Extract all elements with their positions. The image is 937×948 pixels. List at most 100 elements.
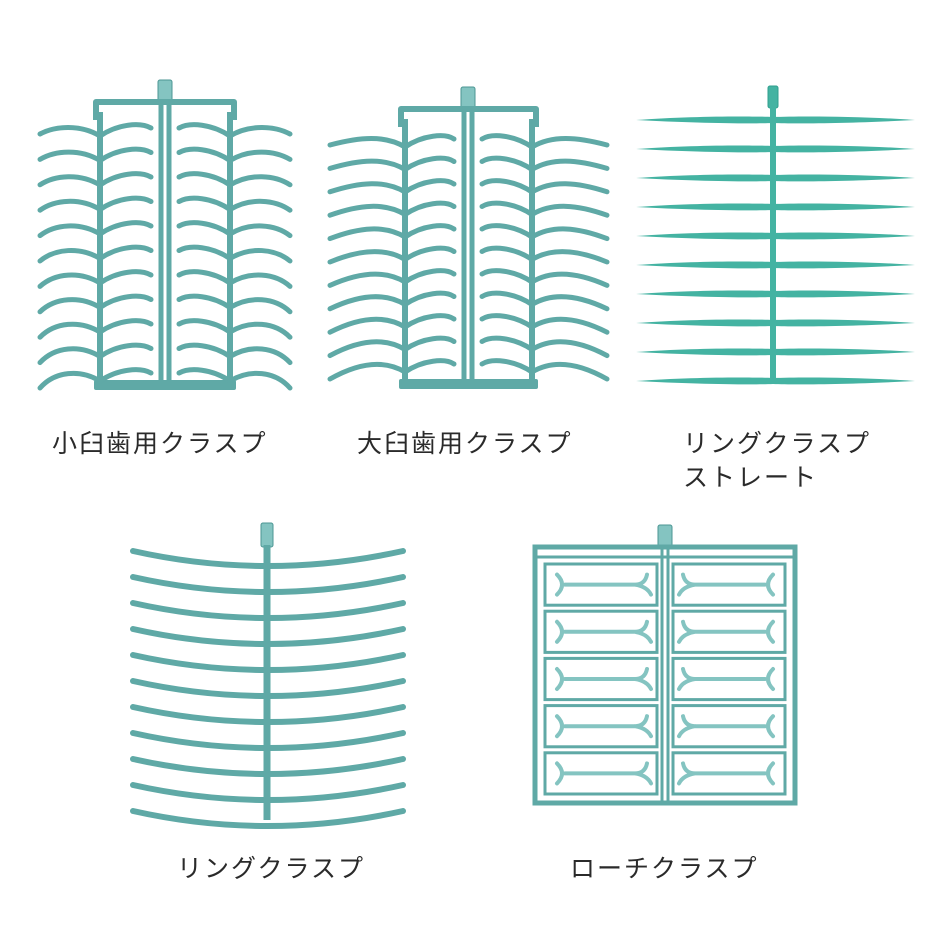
roach-arm-left (555, 714, 653, 739)
arm-left-inner (402, 223, 457, 240)
bottom-bar (399, 379, 538, 389)
arm-right-inner (176, 318, 233, 335)
arm-left-outer (327, 248, 408, 265)
arm-left-outer (327, 181, 408, 195)
roach-arm-right (677, 619, 775, 644)
arm-left-outer (37, 346, 103, 366)
arm-left-outer (37, 149, 103, 163)
arm-left-outer (37, 247, 103, 264)
ring-clasp-image (125, 515, 420, 835)
cell-left (543, 656, 659, 702)
arm-left-inner (97, 122, 154, 139)
arm-right-inner (176, 367, 233, 384)
arm-right-outer (227, 125, 293, 139)
cell-right (671, 704, 787, 749)
arm-right-inner (176, 244, 233, 261)
ring-arm (130, 600, 406, 621)
arm-left-outer (37, 223, 103, 239)
arm-left-inner (402, 335, 457, 352)
arm-right (773, 377, 915, 385)
sprue (260, 522, 274, 548)
arm-left-outer (327, 226, 408, 242)
arm-right-inner (479, 200, 535, 217)
arm-right (773, 145, 915, 153)
roach-clasp-caption: ローチクラスプ (570, 854, 759, 883)
roach-arm-right (677, 572, 775, 597)
arm-right-outer (529, 181, 610, 195)
arm-left-outer (327, 294, 408, 312)
arm-left (636, 319, 773, 327)
arm-right-inner (176, 146, 233, 163)
arm-right-inner (176, 122, 233, 139)
arm-right-inner (479, 178, 535, 195)
arm-right-inner (479, 358, 535, 375)
arm-right-outer (529, 226, 610, 242)
cell-right (671, 562, 787, 607)
top-frame (93, 99, 237, 120)
arm-left-outer (37, 321, 103, 340)
ring-arm (130, 730, 406, 751)
arm-right-outer (227, 247, 293, 264)
arm-left-outer (37, 272, 103, 289)
cell-left (543, 751, 659, 796)
arm-right-inner (479, 223, 535, 240)
arm-right-inner (479, 335, 535, 352)
arm-right (773, 319, 915, 327)
ring-arm (130, 756, 406, 777)
arm-left-inner (402, 245, 457, 262)
arm-left-inner (97, 220, 154, 237)
arm-left (636, 203, 773, 211)
arm-right-inner (479, 290, 535, 307)
arm-right-inner (479, 245, 535, 262)
ring-arm (130, 626, 406, 647)
arm-right-inner (176, 269, 233, 286)
arm-left-outer (37, 125, 103, 139)
cell-left (543, 609, 659, 654)
arm-right-outer (529, 136, 610, 150)
arm-left-outer (37, 370, 103, 391)
ring-clasp-straight-caption: リングクラスプ (683, 429, 872, 458)
arm-right-outer (529, 271, 610, 288)
arm-right-outer (529, 294, 610, 312)
ring-arm (130, 652, 406, 673)
ring-arm (130, 574, 406, 595)
arm-right (773, 290, 915, 298)
roach-arm-left (555, 619, 653, 644)
ring-clasp-caption: リングクラスプ (177, 854, 366, 883)
arm-left-outer (37, 297, 103, 315)
top-frame (398, 106, 539, 127)
arm-left-inner (402, 133, 457, 150)
arm-left (636, 348, 773, 356)
small-molar-clasp-caption: 小臼歯用クラスプ (52, 429, 268, 458)
arm-left-inner (97, 146, 154, 163)
arm-left-outer (37, 174, 103, 188)
outer-frame (532, 544, 798, 806)
roach-arm-left (555, 761, 653, 786)
arm-left-inner (402, 178, 457, 195)
arm-left-inner (97, 195, 154, 212)
arm-right (773, 174, 915, 182)
arm-right-inner (176, 342, 233, 359)
arm-left-outer (327, 271, 408, 288)
arm-left (636, 290, 773, 298)
arm-left-inner (97, 318, 154, 335)
sprue (767, 85, 779, 109)
arm-right-outer (227, 370, 293, 391)
cell-right (671, 656, 787, 702)
ring-arm (130, 678, 406, 699)
ring-clasp-illustration (130, 522, 406, 829)
arm-right-outer (227, 174, 293, 188)
arm-left-outer (327, 316, 408, 335)
roach-arm-right (677, 667, 775, 691)
arm-left-inner (97, 244, 154, 261)
cell-left (543, 562, 659, 607)
arm-left (636, 174, 773, 182)
arm-right-inner (176, 195, 233, 212)
arm-left (636, 377, 773, 385)
cell-left (543, 704, 659, 749)
small-molar-clasp-illustration (37, 79, 293, 391)
arm-right-inner (479, 268, 535, 285)
arm-right-outer (529, 316, 610, 335)
arm-right-inner (479, 155, 535, 172)
arm-right-inner (176, 293, 233, 310)
